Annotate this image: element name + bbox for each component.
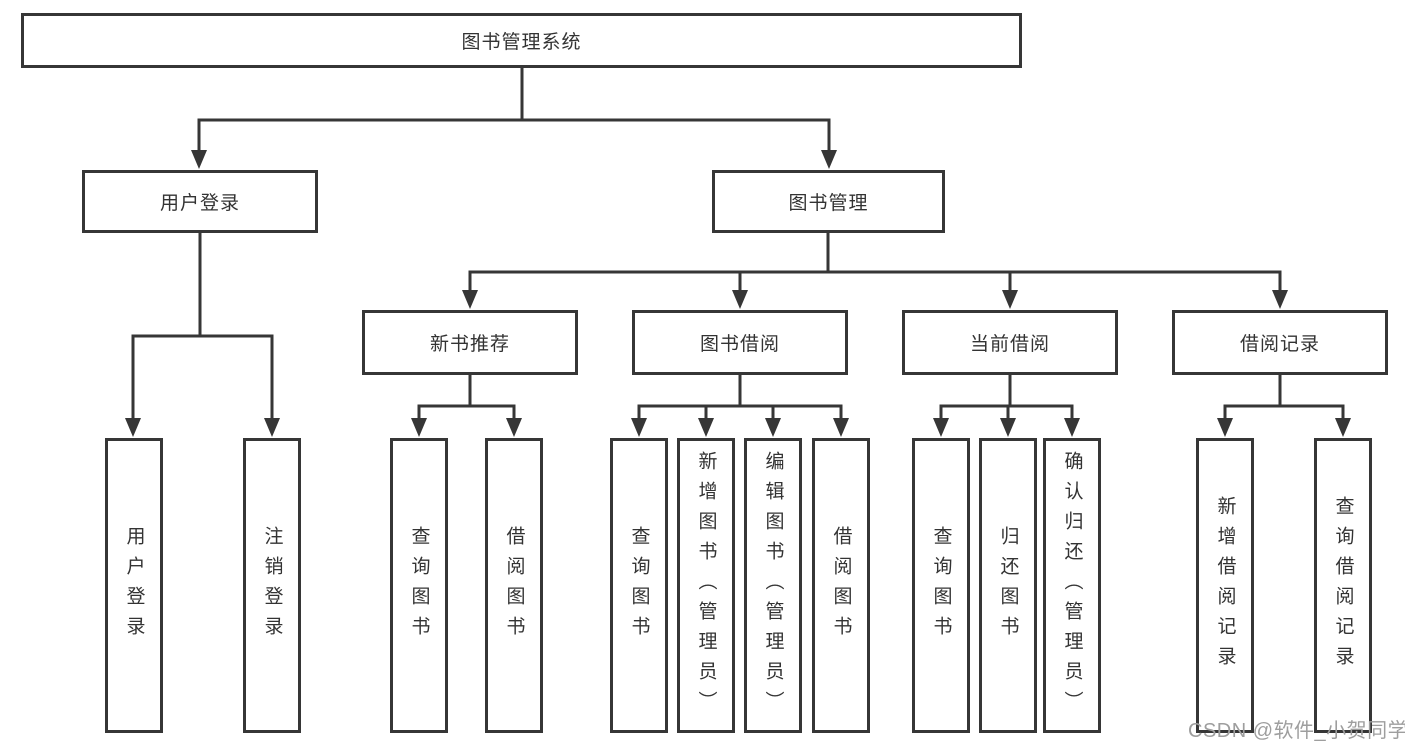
node-user-login: 用户登录 — [82, 170, 318, 233]
node-current-borrow: 当前借阅 — [902, 310, 1118, 375]
leaf-user-login: 用户登录 — [105, 438, 163, 733]
connector-borrow-record-branch — [1217, 375, 1351, 437]
leaf-borrow-books-2-label: 借阅图书 — [830, 525, 852, 646]
root-to-level2-arrowheads — [191, 150, 837, 169]
leaf-borrow-books-1-label: 借阅图书 — [503, 525, 525, 646]
leaf-edit-books-admin: 编辑图书（管理员） — [744, 438, 802, 733]
root-to-level2-lines — [197, 66, 831, 152]
leaf-user-login-label: 用户登录 — [123, 525, 145, 646]
node-user-login-label: 用户登录 — [159, 193, 240, 214]
book-mgmt-to-level3-lines — [468, 233, 1282, 291]
leaf-borrow-books-2: 借阅图书 — [812, 438, 870, 733]
leaf-logout-label: 注销登录 — [261, 525, 283, 646]
leaf-edit-books-admin-label: 编辑图书（管理员） — [762, 450, 784, 721]
leaf-query-books-3: 查询图书 — [912, 438, 970, 733]
leaf-return-books-label: 归还图书 — [997, 525, 1019, 646]
node-book-borrow-label: 图书借阅 — [699, 334, 780, 355]
leaf-query-books-1-label: 查询图书 — [408, 525, 430, 646]
node-root-label: 图书管理系统 — [461, 32, 582, 53]
node-current-borrow-label: 当前借阅 — [969, 334, 1050, 355]
node-book-management: 图书管理 — [712, 170, 945, 233]
leaf-query-books-3-label: 查询图书 — [930, 525, 952, 646]
leaf-query-books-2-label: 查询图书 — [628, 525, 650, 646]
node-book-management-label: 图书管理 — [788, 193, 869, 214]
leaf-confirm-return-admin-label: 确认归还（管理员） — [1061, 450, 1083, 721]
node-root: 图书管理系统 — [21, 13, 1022, 68]
book-borrow-branch-arrowheads — [631, 418, 849, 437]
leaf-query-borrow-record-label: 查询借阅记录 — [1332, 495, 1354, 676]
leaf-add-books-admin-label: 新增图书（管理员） — [695, 450, 717, 721]
node-new-book-recommend-label: 新书推荐 — [429, 334, 510, 355]
user-login-branch-lines — [131, 233, 274, 419]
connector-current-borrow-branch — [933, 375, 1080, 437]
leaf-query-books-2: 查询图书 — [610, 438, 668, 733]
leaf-query-books-1: 查询图书 — [390, 438, 448, 733]
book-mgmt-to-level3-arrowheads — [462, 290, 1288, 309]
connector-book-mgmt-to-level3 — [462, 233, 1288, 309]
new-book-branch-lines — [417, 375, 516, 419]
leaf-logout: 注销登录 — [243, 438, 301, 733]
borrow-record-branch-lines — [1223, 375, 1345, 419]
leaf-query-borrow-record: 查询借阅记录 — [1314, 438, 1372, 733]
connector-new-book-branch — [411, 375, 522, 437]
leaf-borrow-books-1: 借阅图书 — [485, 438, 543, 733]
leaf-return-books: 归还图书 — [979, 438, 1037, 733]
csdn-watermark: CSDN @软件_小贺同学 — [1188, 720, 1405, 742]
node-new-book-recommend: 新书推荐 — [362, 310, 578, 375]
node-borrow-record: 借阅记录 — [1172, 310, 1388, 375]
book-borrow-branch-lines — [637, 375, 843, 419]
connector-book-borrow-branch — [631, 375, 849, 437]
current-borrow-branch-arrowheads — [933, 418, 1080, 437]
user-login-branch-arrowheads — [125, 418, 280, 437]
leaf-add-borrow-record-label: 新增借阅记录 — [1214, 495, 1236, 676]
leaf-add-borrow-record: 新增借阅记录 — [1196, 438, 1254, 733]
leaf-add-books-admin: 新增图书（管理员） — [677, 438, 735, 733]
node-book-borrow: 图书借阅 — [632, 310, 848, 375]
new-book-branch-arrowheads — [411, 418, 522, 437]
connector-root-to-level2 — [191, 66, 837, 169]
leaf-confirm-return-admin: 确认归还（管理员） — [1043, 438, 1101, 733]
borrow-record-branch-arrowheads — [1217, 418, 1351, 437]
current-borrow-branch-lines — [939, 375, 1074, 419]
connector-user-login-branch — [125, 233, 280, 437]
node-borrow-record-label: 借阅记录 — [1239, 334, 1320, 355]
